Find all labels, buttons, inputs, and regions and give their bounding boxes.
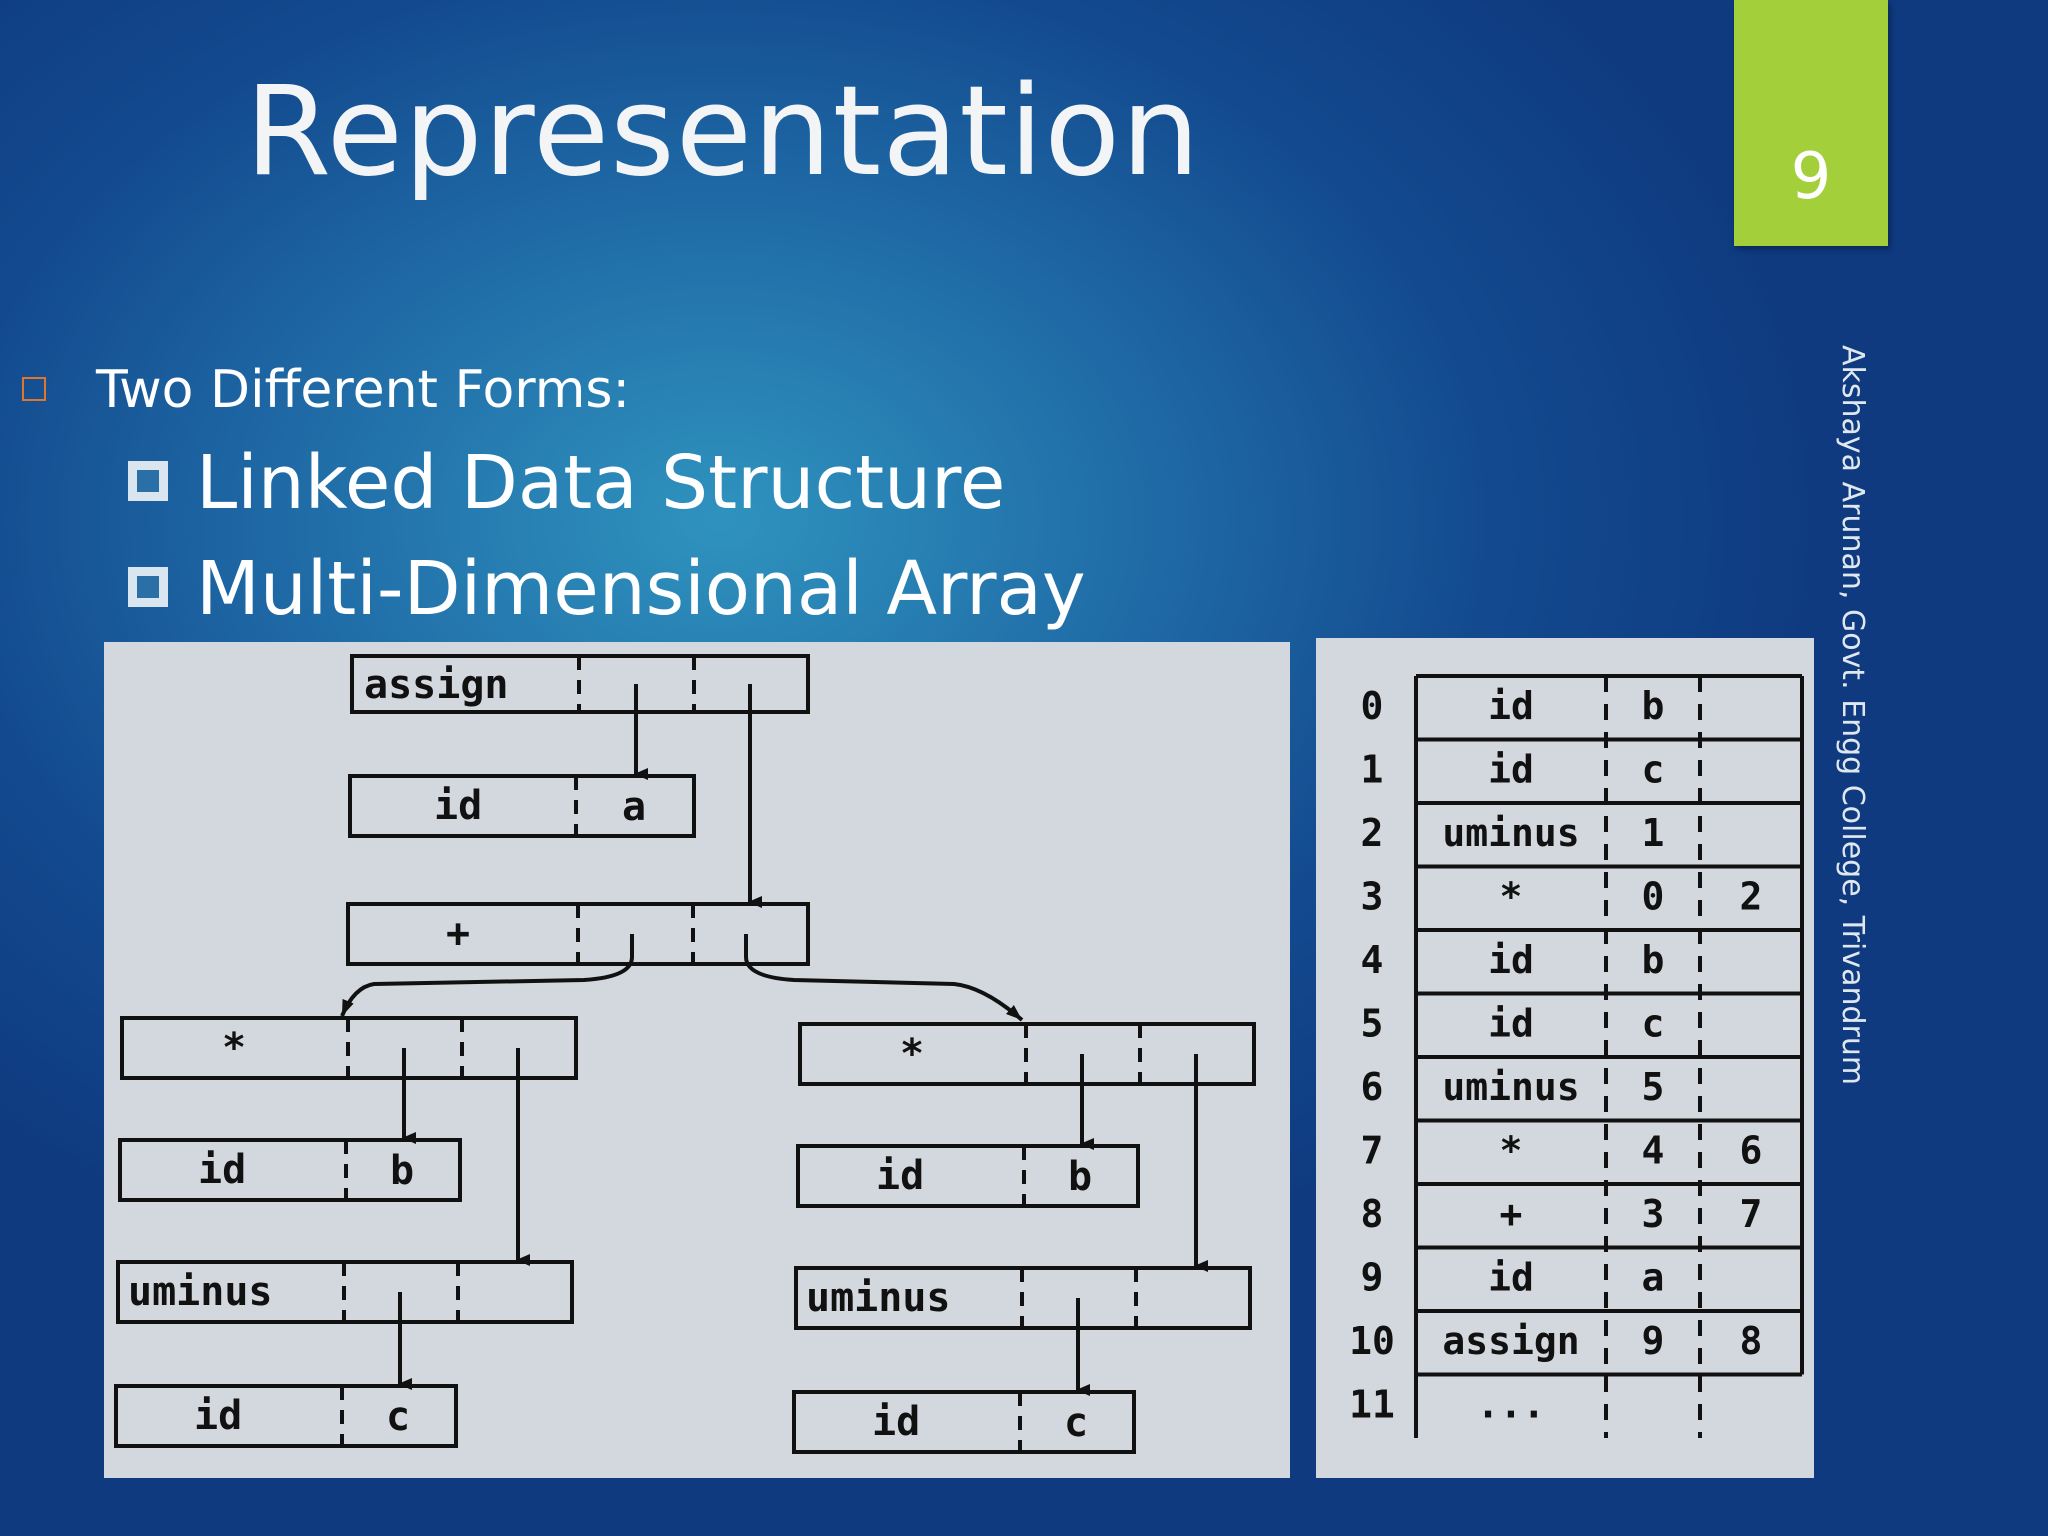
table-index-cell: 9 xyxy=(1361,1256,1384,1300)
table-arg1-cell: 1 xyxy=(1642,811,1665,855)
table-index-cell: 1 xyxy=(1361,748,1384,792)
table-arg1-cell: c xyxy=(1642,748,1665,792)
table-arg1-cell: a xyxy=(1642,1256,1665,1300)
slide-title: Representation xyxy=(245,60,1201,204)
table-op-cell: id xyxy=(1488,938,1534,982)
node-a-label: a xyxy=(622,784,646,830)
node-b-right-label: b xyxy=(1068,1154,1092,1200)
node-id-label: id xyxy=(434,783,482,829)
table-index-cell: 8 xyxy=(1361,1192,1384,1236)
node-mul-right-label: * xyxy=(900,1031,924,1077)
node-mul-left-label: * xyxy=(222,1025,246,1071)
node-plus-label: + xyxy=(446,911,470,957)
table-op-cell: assign xyxy=(1442,1319,1579,1363)
author-credit: Akshaya Arunan, Govt. Engg College, Triv… xyxy=(1835,345,1870,1086)
node-id-left-c-label: id xyxy=(194,1393,242,1439)
node-b-left-label: b xyxy=(390,1148,414,1194)
table-op-cell: + xyxy=(1500,1192,1523,1236)
main-bullet: Two Different Forms: xyxy=(22,360,630,420)
node-uminus-left-label: uminus xyxy=(128,1269,273,1315)
node-id-left-b-label: id xyxy=(198,1147,246,1193)
sub-bullet-text: Multi-Dimensional Array xyxy=(196,546,1086,632)
table-arg1-cell: 5 xyxy=(1642,1065,1665,1109)
table-arg1-cell: 3 xyxy=(1642,1192,1665,1236)
table-arg2-cell: 6 xyxy=(1740,1129,1763,1173)
table-index-cell: 10 xyxy=(1349,1319,1395,1363)
table-op-cell: * xyxy=(1500,1129,1523,1173)
table-index-cell: 3 xyxy=(1361,875,1384,919)
table-op-cell: ... xyxy=(1477,1383,1546,1427)
table-arg1-cell: 0 xyxy=(1642,875,1665,919)
hollow-square-bullet-icon xyxy=(22,377,46,401)
table-arg2-cell: 8 xyxy=(1740,1319,1763,1363)
table-op-cell: id xyxy=(1488,1002,1534,1046)
sub-bullet-linked: Linked Data Structure xyxy=(128,440,1005,526)
table-index-cell: 11 xyxy=(1349,1383,1395,1427)
node-uminus-right-label: uminus xyxy=(806,1275,951,1321)
node-c-right-label: c xyxy=(1064,1400,1088,1446)
table-index-cell: 7 xyxy=(1361,1129,1384,1173)
sub-bullet-text: Linked Data Structure xyxy=(196,440,1006,526)
slide-number-badge: 9 xyxy=(1734,0,1888,246)
node-id-right-c-label: id xyxy=(872,1399,920,1445)
table-op-cell: id xyxy=(1488,684,1534,728)
table-index-cell: 2 xyxy=(1361,811,1384,855)
linked-structure-svg: assign id a + * * id b id b uminus uminu… xyxy=(114,654,1256,1454)
sub-bullet-array: Multi-Dimensional Array xyxy=(128,546,1086,632)
node-c-left-label: c xyxy=(386,1394,410,1440)
table-arg1-cell: b xyxy=(1642,938,1665,982)
linked-structure-diagram: assign id a + * * id b id b uminus uminu… xyxy=(104,642,1290,1478)
table-index-cell: 4 xyxy=(1361,938,1384,982)
square-bullet-icon xyxy=(128,461,168,502)
table-arg2-cell: 2 xyxy=(1740,875,1763,919)
node-assign-label: assign xyxy=(364,662,509,708)
table-arg1-cell: 9 xyxy=(1642,1319,1665,1363)
table-op-cell: id xyxy=(1488,1256,1534,1300)
table-index-cell: 6 xyxy=(1361,1065,1384,1109)
main-bullet-text: Two Different Forms: xyxy=(96,360,631,420)
table-op-cell: uminus xyxy=(1442,811,1579,855)
table-index-cell: 0 xyxy=(1361,684,1384,728)
slide-number: 9 xyxy=(1790,140,1832,214)
table-index-cell: 5 xyxy=(1361,1002,1384,1046)
table-op-cell: * xyxy=(1500,875,1523,919)
table-arg2-cell: 7 xyxy=(1740,1192,1763,1236)
node-id-right-b-label: id xyxy=(876,1153,924,1199)
table-arg1-cell: c xyxy=(1642,1002,1665,1046)
table-arg1-cell: 4 xyxy=(1642,1129,1665,1173)
square-bullet-icon xyxy=(128,567,168,608)
table-arg1-cell: b xyxy=(1642,684,1665,728)
array-table-svg: 0 id b 1 id c 2 uminus 1 3 * 0 2 4 id b 5 id c 6 uminus 5 7 * 4 6… xyxy=(1349,674,1804,1438)
table-op-cell: id xyxy=(1488,748,1534,792)
array-table-panel: 0 id b 1 id c 2 uminus 1 3 * 0 2 4 id b 5 id c 6 uminus 5 7 * 4 6… xyxy=(1316,638,1814,1478)
table-op-cell: uminus xyxy=(1442,1065,1579,1109)
